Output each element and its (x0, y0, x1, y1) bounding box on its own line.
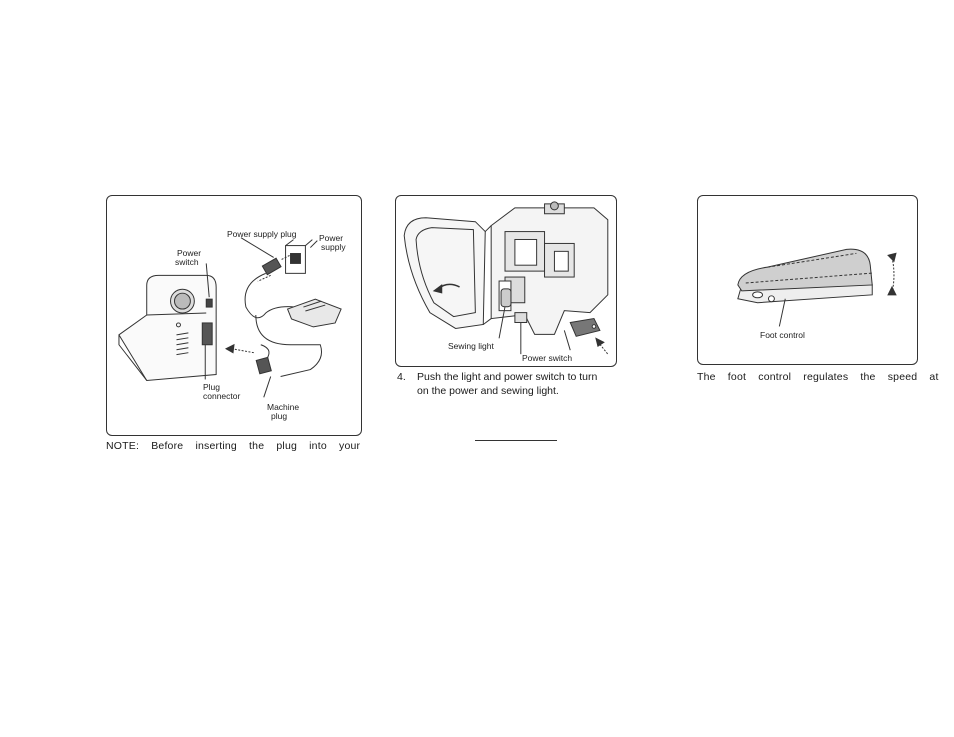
foot-control-text: The foot control regulates the speed at (697, 370, 939, 384)
light-switch-figure: Sewing light Power switch (395, 195, 617, 367)
note-text: NOTE: Before inserting the plug into you… (106, 439, 360, 453)
power-switch-label: Power switch (522, 354, 572, 363)
machine-plug-label-line2: plug (271, 412, 287, 421)
step-number: 4. (397, 370, 417, 384)
step-4-text: 4.Push the light and power switch to tur… (397, 370, 597, 398)
power-connection-figure: Power supply plug Power supply Power swi… (106, 195, 362, 436)
sewing-light-label: Sewing light (448, 342, 494, 351)
step-line-1: Push the light and power switch to turn (417, 371, 597, 383)
foot-control-illustration (698, 196, 917, 364)
horizontal-rule (475, 440, 557, 441)
power-supply-label-line2: supply (321, 243, 346, 252)
light-switch-illustration (396, 196, 616, 366)
foot-control-figure: Foot control (697, 195, 918, 365)
step-line-2: on the power and sewing light. (397, 384, 597, 398)
foot-control-label: Foot control (760, 331, 805, 340)
plug-connector-label-line2: connector (203, 392, 240, 401)
power-switch-label-line2: switch (175, 258, 199, 267)
power-supply-plug-label: Power supply plug (227, 230, 296, 239)
